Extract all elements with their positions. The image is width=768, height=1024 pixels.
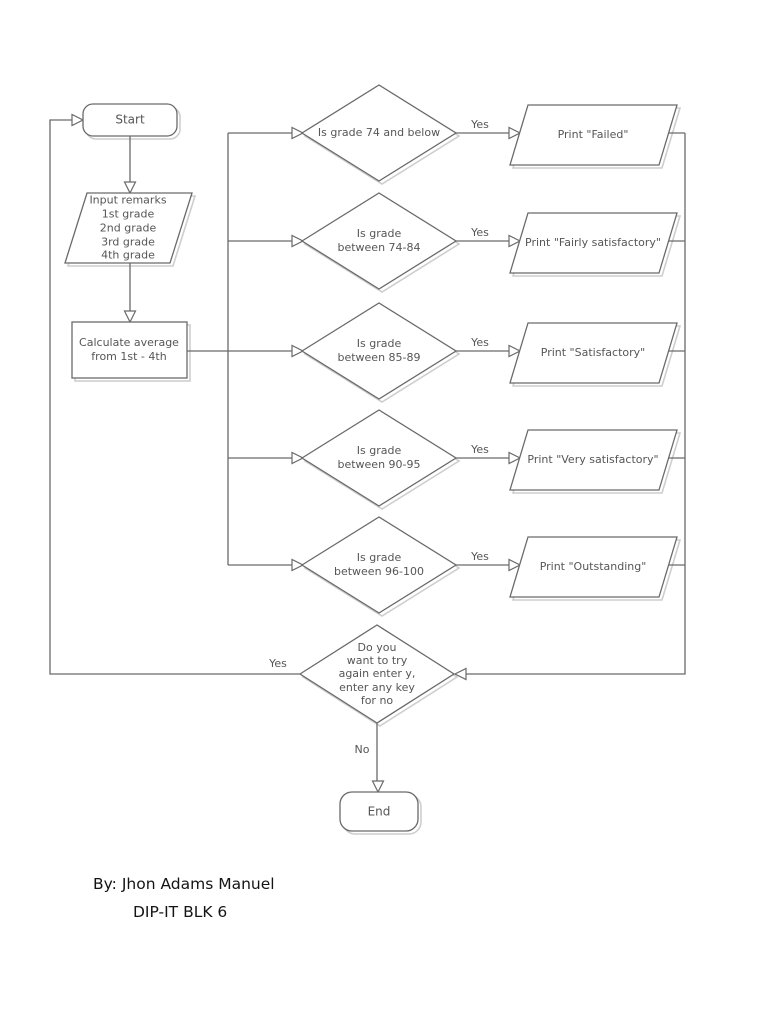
connector-right-return: [466, 133, 686, 675]
arrow-into-decision-2: [291, 234, 305, 248]
credit-class: DIP-IT BLK 6: [133, 903, 228, 921]
process-rect: [71, 321, 188, 379]
decision-diamond-5: [300, 516, 458, 614]
credit-author: By: Jhon Adams Manuel: [93, 875, 275, 893]
loop-decision-diamond: [298, 624, 456, 724]
arrow-into-print-2: [508, 234, 522, 248]
connector-left-loop: [49, 119, 300, 675]
arrow-into-input: [123, 181, 137, 195]
start-terminator: [82, 103, 178, 137]
arrow-into-print-4: [508, 451, 522, 465]
connector-yes-lines: [456, 132, 509, 566]
print-parallelogram-3: [509, 322, 678, 384]
arrow-into-decision-5: [291, 558, 305, 572]
arrow-into-print-5: [508, 558, 522, 572]
arrow-into-decision-1: [291, 126, 305, 140]
arrowheads: [71, 113, 522, 794]
decision-diamond-2: [300, 192, 458, 290]
connector-print-outlets: [668, 132, 685, 566]
print-parallelogram-4: [509, 429, 678, 491]
input-parallelogram: [64, 192, 193, 264]
connector-spine-branches: [228, 132, 292, 566]
print-parallelogram-5: [509, 536, 678, 598]
decision-diamond-3: [300, 302, 458, 400]
connectors: [49, 119, 686, 781]
arrow-into-decision-4: [291, 451, 305, 465]
decision-diamond-4: [300, 409, 458, 507]
arrow-into-print-1: [508, 126, 522, 140]
print-parallelogram-1: [509, 104, 678, 166]
print-parallelogram-2: [509, 212, 678, 274]
decision-diamond-1: [300, 84, 458, 182]
arrow-into-process: [123, 310, 137, 324]
arrow-into-start: [71, 113, 85, 127]
arrow-into-end: [371, 780, 385, 794]
arrow-into-print-3: [508, 344, 522, 358]
arrow-into-loop-decision: [453, 667, 467, 681]
end-terminator: [339, 791, 419, 832]
arrow-into-decision-3: [291, 344, 305, 358]
shapes: [64, 84, 678, 832]
